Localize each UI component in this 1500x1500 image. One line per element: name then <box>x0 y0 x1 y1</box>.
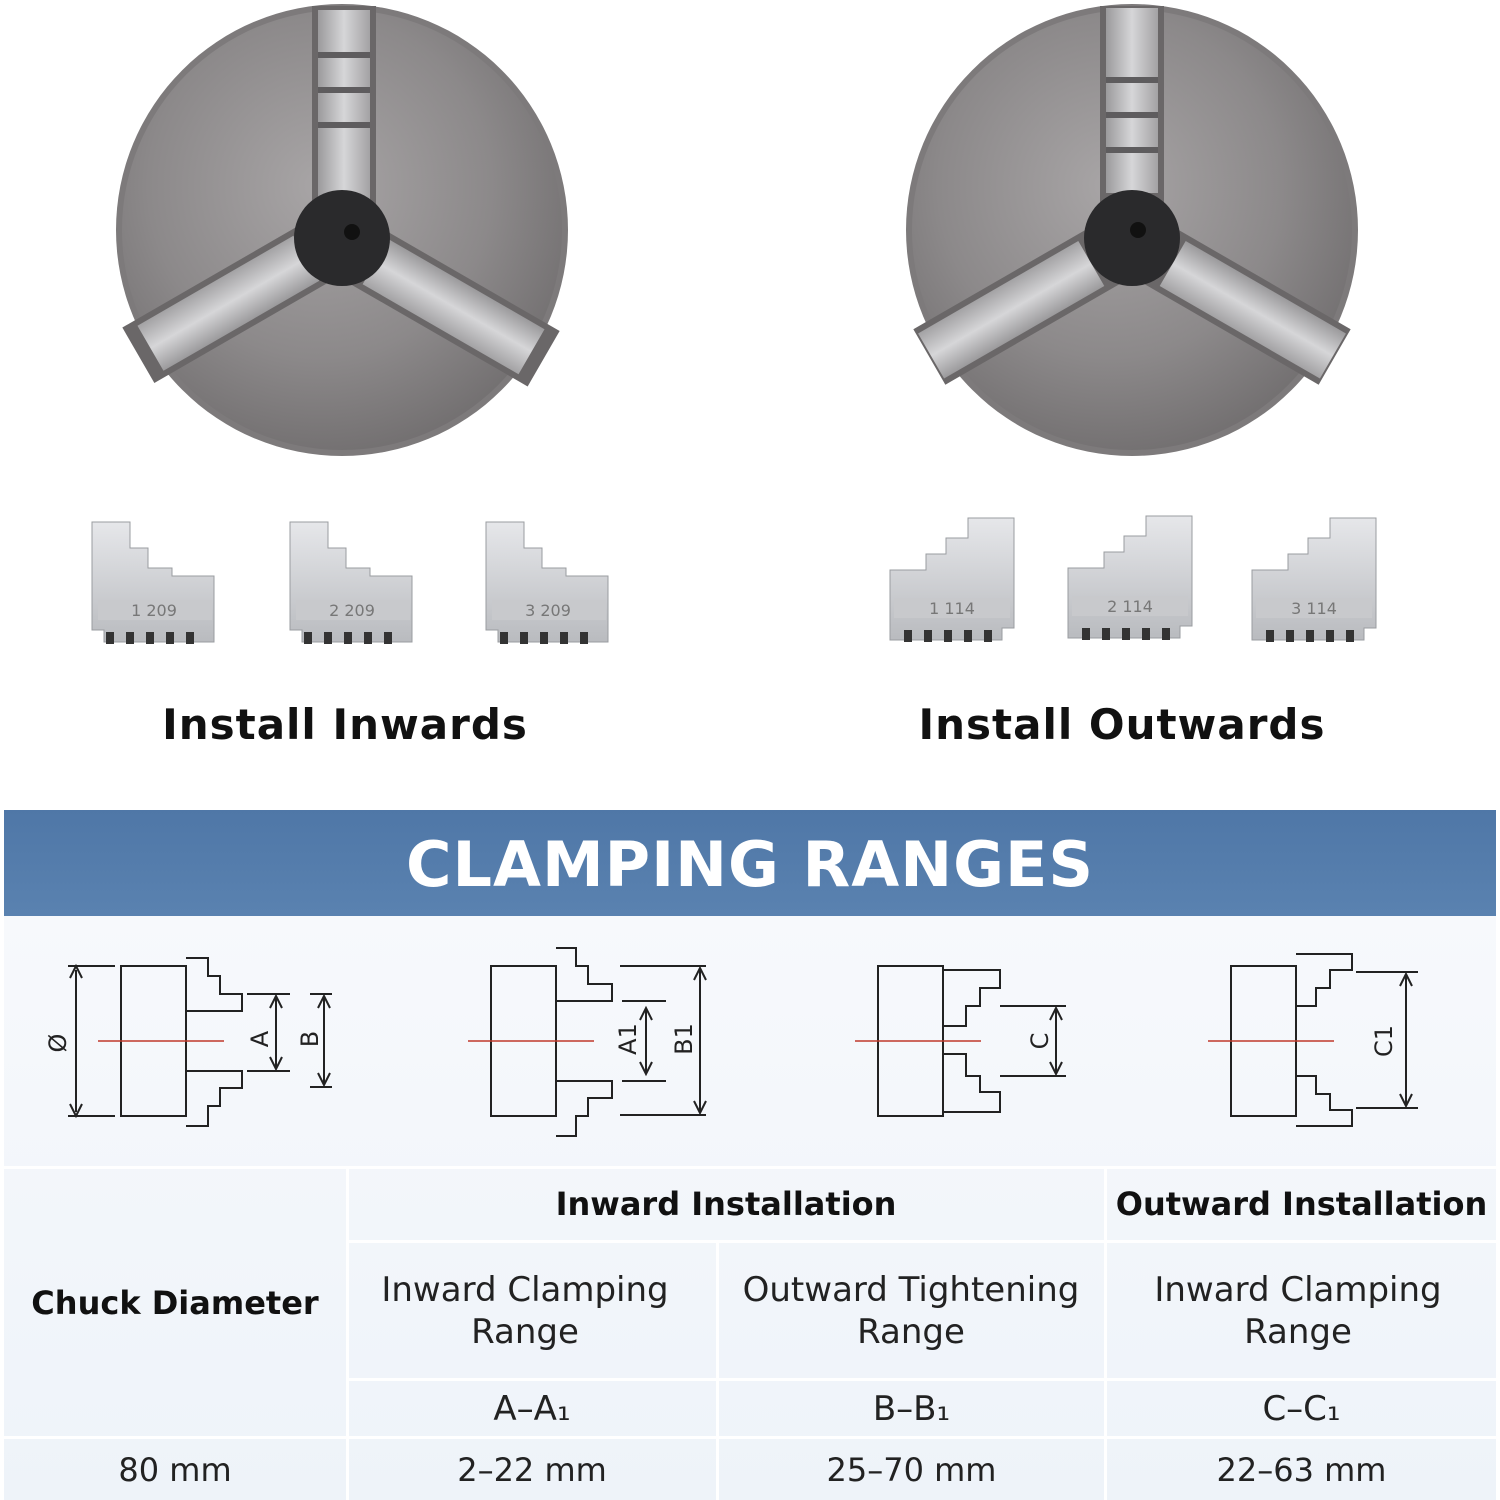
label-a1: A1 <box>614 1023 642 1055</box>
jaw-marking: 1 209 <box>131 601 177 620</box>
inward-jaw-set: 1 209 2 209 3 209 <box>91 521 609 644</box>
header-outward-installation: Outward Installation <box>1115 1185 1488 1223</box>
jaw-marking: 2 114 <box>1107 597 1153 616</box>
label-b: B <box>296 1031 324 1047</box>
jaw-piece-1-outward: 1 114 <box>889 517 1015 642</box>
chuck-outward-image <box>906 4 1358 456</box>
jaw-marking: 1 114 <box>929 599 975 618</box>
table-rule <box>346 1166 349 1500</box>
label-c1: C1 <box>1370 1025 1398 1057</box>
value-outward-inward-clamping: 22–63 mm <box>1216 1450 1387 1489</box>
banner-title: CLAMPING RANGES <box>405 828 1095 901</box>
caption-install-outwards: Install Outwards <box>918 700 1326 749</box>
jaw-marking: 2 209 <box>329 601 375 620</box>
table-rule <box>348 1378 1496 1381</box>
jaw-piece-2-inward: 2 209 <box>289 521 413 644</box>
value-inward-clamping: 2–22 mm <box>457 1450 607 1489</box>
jaw-piece-2-outward: 2 114 <box>1067 515 1193 640</box>
col-outward-tightening-range: Outward Tightening Range <box>742 1269 1080 1352</box>
table-rule <box>4 1166 1496 1169</box>
header-inward-installation: Inward Installation <box>555 1185 897 1223</box>
outward-jaw-set: 1 114 2 114 3 114 <box>889 515 1377 642</box>
label-c: C <box>1026 1033 1054 1050</box>
label-diameter: Ø <box>44 1034 72 1053</box>
table-rule <box>716 1240 719 1500</box>
dimension-diagrams: Ø A B A1 B1 C C1 <box>44 947 1418 1137</box>
jaw-marking: 3 209 <box>525 601 571 620</box>
clamping-ranges-banner: CLAMPING RANGES <box>4 810 1496 916</box>
value-chuck-diameter: 80 mm <box>118 1450 232 1489</box>
label-b1: B1 <box>670 1023 698 1055</box>
symbol-a-a1: A–A₁ <box>493 1388 571 1429</box>
table-rule <box>4 1436 1496 1439</box>
diagram-inward-a-b <box>68 957 332 1127</box>
table-rule <box>348 1240 1496 1243</box>
label-a: A <box>246 1030 274 1047</box>
symbol-b-b1: B–B₁ <box>872 1388 951 1429</box>
col-inward-clamping-range: Inward Clamping Range <box>381 1269 669 1352</box>
specs-panel <box>4 916 1496 1500</box>
chuck-inward-image <box>116 4 568 456</box>
jaw-piece-3-outward: 3 114 <box>1251 517 1377 642</box>
value-outward-tightening: 25–70 mm <box>826 1450 997 1489</box>
table-rule <box>1104 1166 1107 1500</box>
jaw-piece-3-inward: 3 209 <box>485 521 609 644</box>
caption-install-inwards: Install Inwards <box>162 700 528 749</box>
header-chuck-diameter: Chuck Diameter <box>31 1283 319 1322</box>
jaw-marking: 3 114 <box>1291 599 1337 618</box>
col-outward-inward-clamping-range: Inward Clamping Range <box>1154 1269 1442 1352</box>
jaw-piece-1-inward: 1 209 <box>91 521 215 644</box>
symbol-c-c1: C–C₁ <box>1262 1388 1341 1429</box>
product-photos: 1 209 2 209 3 209 1 114 2 114 <box>91 4 1377 644</box>
